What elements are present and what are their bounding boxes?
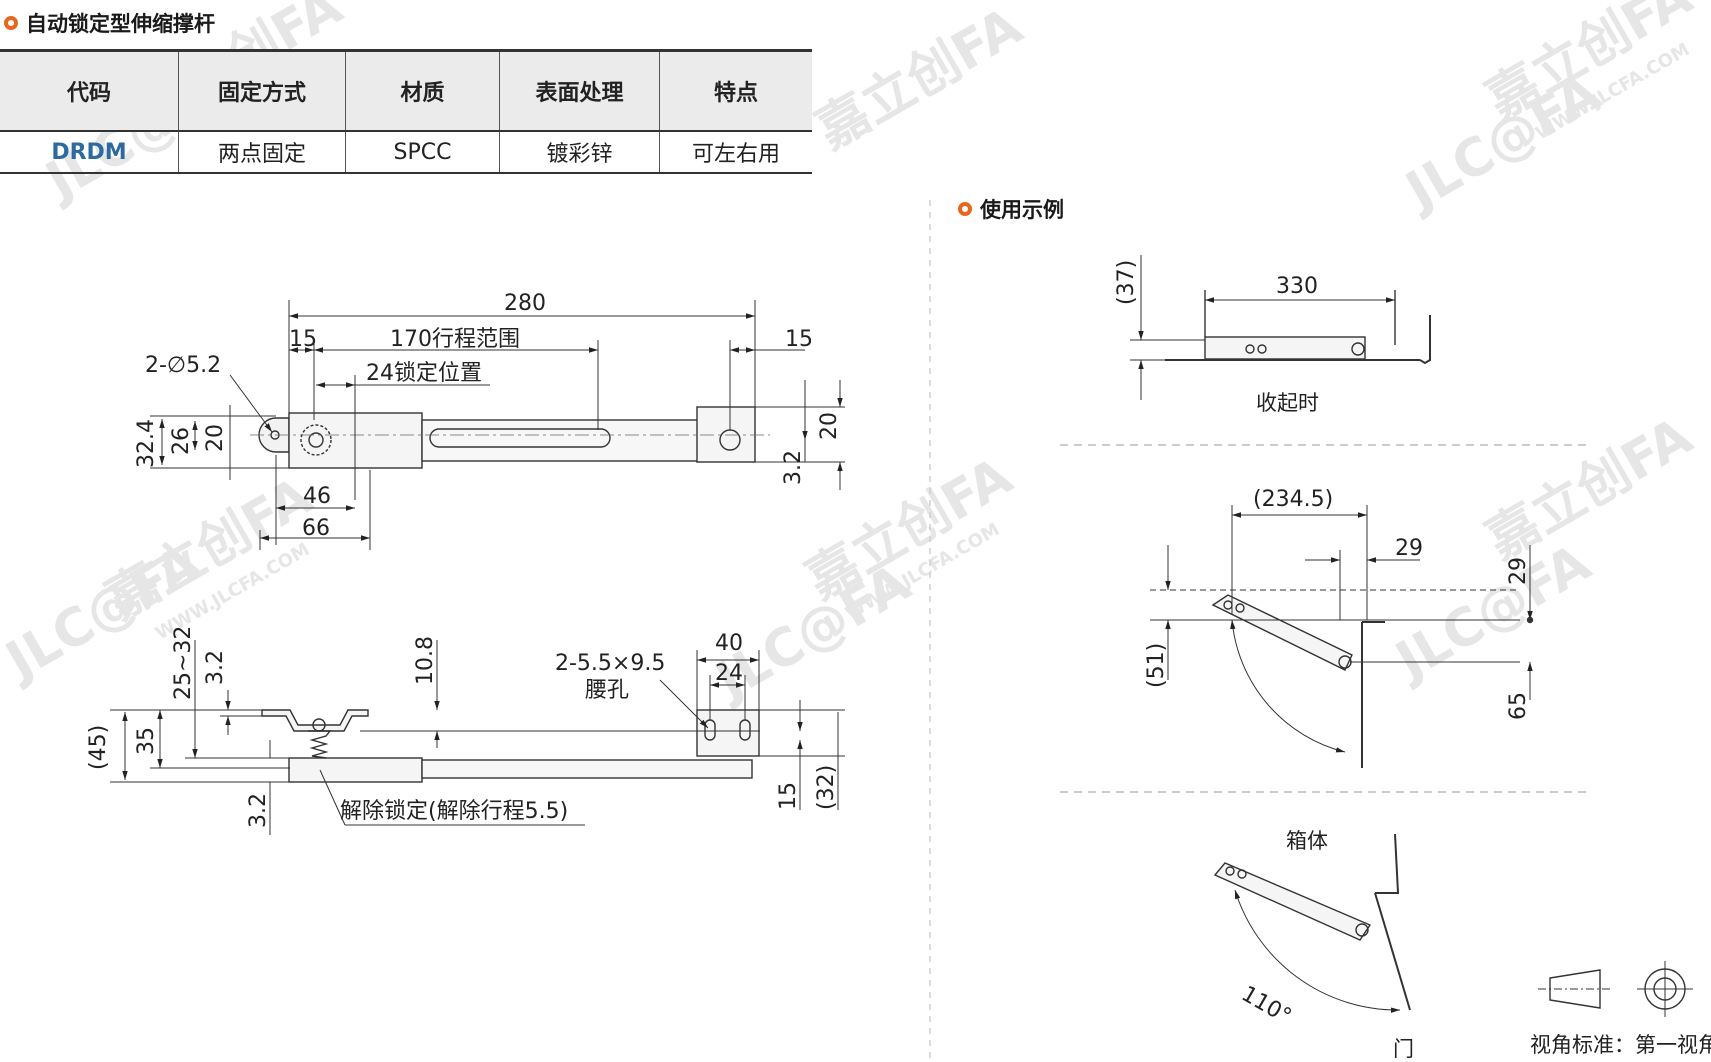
dim-29-vertical: 29 [1506,557,1531,585]
spec-cell-material: SPCC [345,131,500,174]
dim-3-2-bottom: 3.2 [246,793,271,828]
door-open-panel [1374,892,1411,1011]
lock-pin-icon [308,432,324,448]
usage-title: 使用示例 [980,198,1064,222]
side-rod [421,759,753,779]
spec-cell-mount: 两点固定 [178,131,346,174]
dim-66: 66 [302,516,330,541]
dim-slot: 2-5.5×9.5 [555,651,665,676]
pivot-icon [1351,342,1365,356]
dim-32-4: 32.4 [134,419,159,468]
main-title: 自动锁定型伸缩撑杆 [26,12,215,36]
release-knob-icon [312,718,326,732]
dim-170: 170行程范围 [390,327,520,352]
dim-24-lock: 24锁定位置 [366,361,482,386]
dim-3-2-top: 3.2 [781,450,806,485]
door-label: 门 [1393,1037,1414,1061]
collapsed-strut [1204,336,1366,360]
spec-cell-finish: 镀彩锌 [499,131,660,174]
dim-20-right: 20 [817,412,842,440]
dim-35: 35 [134,727,159,755]
projection-symbol [1538,961,1693,1017]
dim-46: 46 [303,484,331,509]
collapsed-label: 收起时 [1256,391,1319,415]
dim-3-2: 3.2 [203,650,228,685]
spec-header-finish: 表面处理 [499,49,660,132]
side-view-labels: 25~32 3.2 10.8 35 (45) 3.2 2-5.5×9.5 腰孔 … [86,626,839,828]
dim-slot-name: 腰孔 [585,678,629,703]
right-bracket [696,406,756,463]
spec-header-feature: 特点 [659,49,812,132]
cone-view-icon [1549,969,1601,1009]
usage-partial [1150,505,1534,768]
usage-full-open [1213,833,1411,1013]
dim-330: 330 [1276,274,1318,299]
box-wall [1375,833,1400,894]
dim-26: 26 [169,427,194,455]
bullet-ring-icon [958,202,972,216]
section-title-usage: 使用示例 [958,194,1064,224]
dim-25-32: 25~32 [171,626,196,700]
top-view [250,406,770,469]
side-view [261,709,760,783]
spec-table: 代码 固定方式 材质 表面处理 特点 DRDM 两点固定 SPCC 镀彩锌 可左… [0,49,812,174]
release-lever [261,709,369,732]
side-bracket [696,709,760,757]
dim-234-5: (234.5) [1253,487,1333,512]
box-label: 箱体 [1286,829,1328,853]
side-sleeve [288,757,423,783]
usage-collapsed [1130,255,1431,400]
dim-24: 24 [715,661,743,686]
spec-cell-feature: 可左右用 [659,131,812,174]
dim-40: 40 [715,631,743,656]
spring-icon [308,730,332,759]
spec-header-mount: 固定方式 [178,49,346,132]
dim-65: 65 [1506,692,1531,720]
dim-15-right: 15 [785,327,813,352]
lock-spring-icon [300,424,332,456]
spec-cell-code: DRDM [0,131,179,174]
dim-20: 20 [203,424,228,452]
bullet-ring-icon [4,16,18,30]
top-view-dimensions [150,300,845,550]
dim-280: 280 [504,291,546,316]
spec-header-code: 代码 [0,49,179,132]
release-note: 解除锁定(解除行程5.5) [340,799,568,824]
dim-hole: 2-∅5.2 [145,353,221,378]
dim-45: (45) [86,725,111,770]
side-view-dimensions [110,640,845,835]
dim-15: 15 [776,782,801,810]
dim-29-horizontal: 29 [1395,536,1423,561]
top-view-labels: 280 15 170行程范围 15 2-∅5.2 24锁定位置 46 66 32… [134,291,842,541]
dim-15-left: 15 [289,327,317,352]
spec-table-header-row: 代码 固定方式 材质 表面处理 特点 [0,49,812,132]
dim-51: (51) [1144,643,1169,688]
dim-32-paren: (32) [814,765,839,810]
section-title-main: 自动锁定型伸缩撑杆 [4,8,215,38]
spec-header-material: 材质 [345,49,500,132]
view-standard-label: 视角标准：第一视角 [1530,1033,1711,1057]
dim-37: (37) [1114,260,1139,305]
angle-110: 110° [1237,982,1295,1030]
dim-10-8: 10.8 [413,636,438,685]
spec-table-row: DRDM 两点固定 SPCC 镀彩锌 可左右用 [0,131,812,174]
travel-slot [429,428,611,448]
